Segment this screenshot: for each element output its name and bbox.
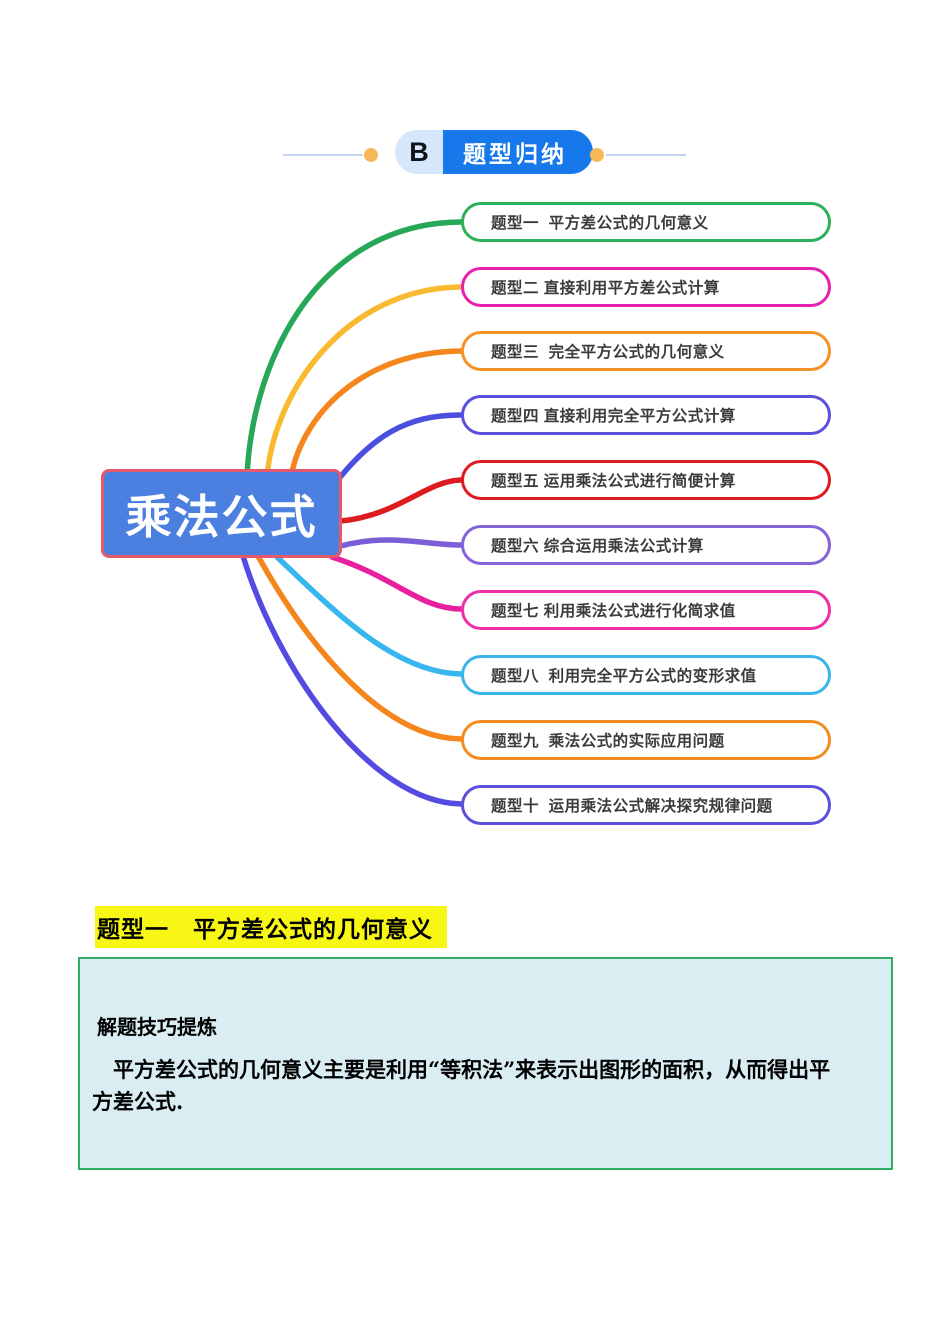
header-divider-line-right <box>606 154 686 156</box>
mindmap-branch-node: 题型七 利用乘法公式进行化简求值 <box>461 590 831 630</box>
mindmap-branch-node: 题型十 运用乘法公式解决探究规律问题 <box>461 785 831 825</box>
section-heading-highlighted: 题型一 平方差公式的几何意义 <box>95 906 447 948</box>
branch-node-label: 题型九 乘法公式的实际应用问题 <box>491 733 725 750</box>
mindmap-branch-node: 题型五 运用乘法公式进行简便计算 <box>461 460 831 500</box>
badge-letter-chip: B <box>395 130 443 174</box>
mindmap-branch-node: 题型六 综合运用乘法公式计算 <box>461 525 831 565</box>
branch-node-label: 题型三 完全平方公式的几何意义 <box>491 344 725 361</box>
mindmap-branch-node: 题型三 完全平方公式的几何意义 <box>461 331 831 371</box>
branch-node-label: 题型五 运用乘法公式进行简便计算 <box>491 473 736 490</box>
mindmap-center-node: 乘法公式 <box>101 469 342 558</box>
branch-node-label: 题型四 直接利用完全平方公式计算 <box>491 408 736 425</box>
branch-node-label: 题型十 运用乘法公式解决探究规律问题 <box>491 798 773 815</box>
branch-node-label: 题型一 平方差公式的几何意义 <box>491 215 709 232</box>
mindmap-branch-node: 题型一 平方差公式的几何意义 <box>461 202 831 242</box>
badge-title: 题型归纳 <box>443 130 593 174</box>
branch-node-label: 题型八 利用完全平方公式的变形求值 <box>491 668 757 685</box>
branch-node-label: 题型七 利用乘法公式进行化简求值 <box>491 603 736 620</box>
header-divider-line-left <box>283 154 363 156</box>
mindmap-branch-node: 题型八 利用完全平方公式的变形求值 <box>461 655 831 695</box>
header-dot-left-icon <box>364 148 378 162</box>
mindmap-branch-node: 题型四 直接利用完全平方公式计算 <box>461 395 831 435</box>
mindmap-branch-node: 题型九 乘法公式的实际应用问题 <box>461 720 831 760</box>
branch-node-label: 题型二 直接利用平方差公式计算 <box>491 280 720 297</box>
tip-box-body: 平方差公式的几何意义主要是利用“等积法”来表示出图形的面积，从而得出平方差公式. <box>92 1057 831 1114</box>
tip-box-heading: 解题技巧提炼 <box>97 1015 217 1039</box>
tip-box: 解题技巧提炼 平方差公式的几何意义主要是利用“等积法”来表示出图形的面积，从而得… <box>78 957 893 1170</box>
header-dot-right-icon <box>590 148 604 162</box>
mindmap-branch-node: 题型二 直接利用平方差公式计算 <box>461 267 831 307</box>
section-badge: B 题型归纳 <box>395 130 593 174</box>
branch-node-label: 题型六 综合运用乘法公式计算 <box>491 538 704 555</box>
